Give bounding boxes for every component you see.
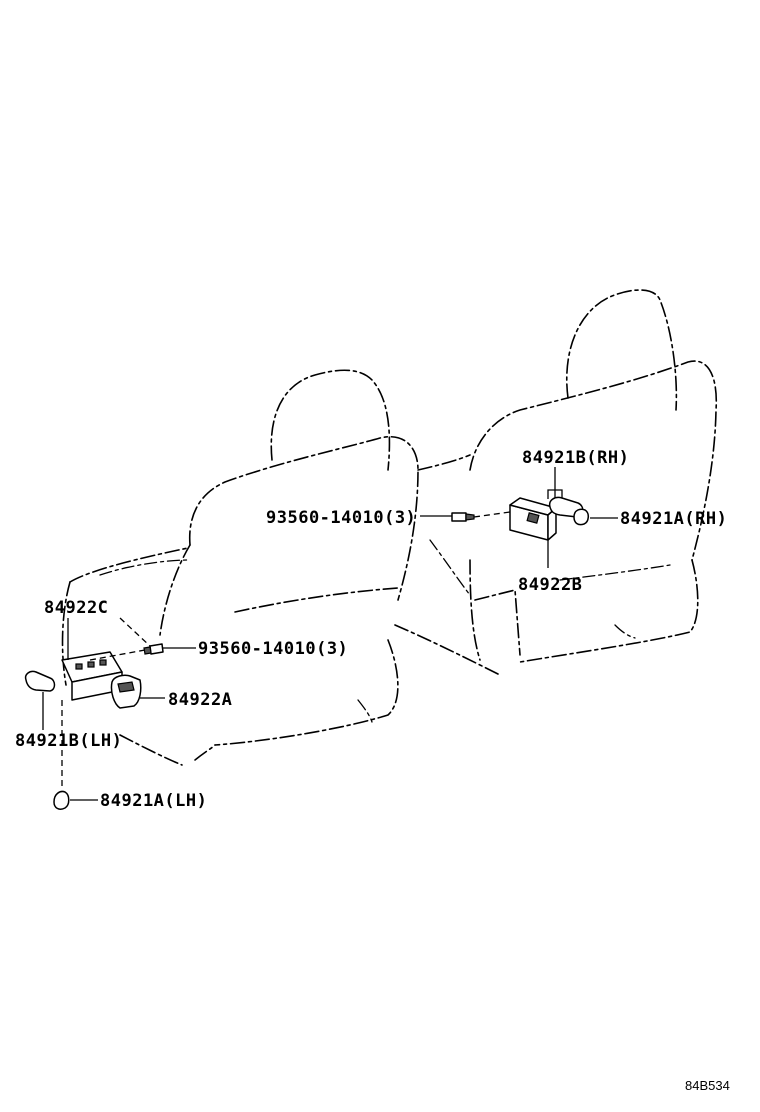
part-84922c-shape bbox=[61, 651, 123, 701]
callout-84922c: 84922C bbox=[44, 598, 108, 618]
part-84921b-lh-shape bbox=[24, 670, 56, 692]
part-84922a-shape bbox=[110, 674, 142, 709]
screw-rh-shape bbox=[451, 512, 475, 522]
callout-84921a-rh: 84921A(RH) bbox=[620, 509, 727, 529]
callout-93560-rh: 93560-14010(3) bbox=[266, 508, 416, 528]
screw-lh-shape bbox=[143, 643, 164, 655]
callout-84922b: 84922B bbox=[518, 575, 582, 595]
part-84921a-lh-shape bbox=[53, 790, 70, 810]
callout-84922a: 84922A bbox=[168, 690, 232, 710]
callout-84921a-lh: 84921A(LH) bbox=[100, 791, 207, 811]
callout-93560-lh: 93560-14010(3) bbox=[198, 639, 348, 659]
part-84921a-rh-shape bbox=[573, 508, 589, 526]
callout-84921b-rh: 84921B(RH) bbox=[522, 448, 629, 468]
leader-lines bbox=[42, 467, 618, 801]
figure-id: 84B534 bbox=[685, 1078, 730, 1093]
right-seat-outline bbox=[394, 289, 718, 676]
left-seat-outline bbox=[61, 369, 419, 766]
callout-84921b-lh: 84921B(LH) bbox=[15, 731, 122, 751]
